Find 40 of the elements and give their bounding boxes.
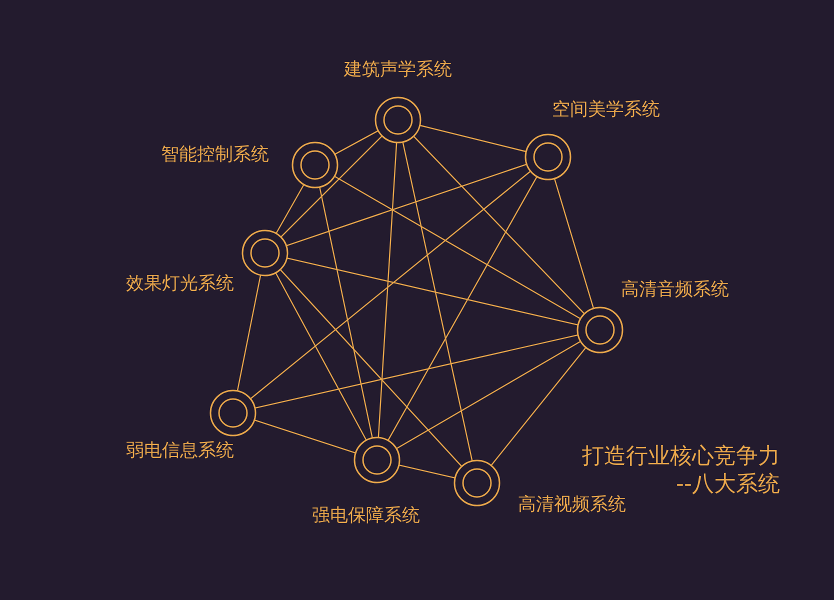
ring-node [241, 229, 289, 277]
system-label: 效果灯光系统 [126, 273, 234, 295]
connector-line [254, 420, 356, 454]
connector-line [275, 272, 367, 440]
connector-line [554, 178, 594, 308]
connector-line [286, 164, 526, 246]
system-label: 空间美学系统 [552, 99, 660, 121]
connector-line [236, 275, 262, 391]
connector-line [402, 142, 473, 461]
ring-node [524, 133, 572, 181]
connector-line [334, 130, 378, 155]
slogan-text: 打造行业核心竞争力 [582, 443, 780, 471]
slogan-text: --八大系统 [676, 471, 780, 499]
connector-line [280, 270, 462, 466]
system-label: 弱电信息系统 [126, 440, 234, 462]
ring-node [374, 96, 422, 144]
connector-line [276, 184, 304, 234]
connector-line [255, 334, 578, 409]
connector-line [287, 258, 578, 326]
connector-line [378, 142, 398, 438]
connector-line [280, 136, 382, 238]
ring-node [353, 436, 401, 484]
system-label: 高清音频系统 [621, 279, 729, 301]
system-label: 智能控制系统 [161, 144, 269, 166]
system-label: 高清视频系统 [518, 494, 626, 516]
connector-line [414, 136, 584, 314]
connector-line [420, 124, 526, 152]
system-label: 建筑声学系统 [344, 59, 452, 81]
system-label: 强电保障系统 [312, 505, 420, 527]
connector-line [396, 341, 580, 449]
connector-line [490, 348, 586, 466]
connector-line [250, 171, 531, 399]
ring-node [209, 389, 257, 437]
connector-line [399, 464, 455, 478]
ring-node [291, 141, 339, 189]
connector-line [388, 176, 538, 440]
connector-line [334, 176, 580, 319]
ring-node [576, 306, 624, 354]
ring-node [453, 459, 501, 507]
connector-line [319, 187, 373, 438]
